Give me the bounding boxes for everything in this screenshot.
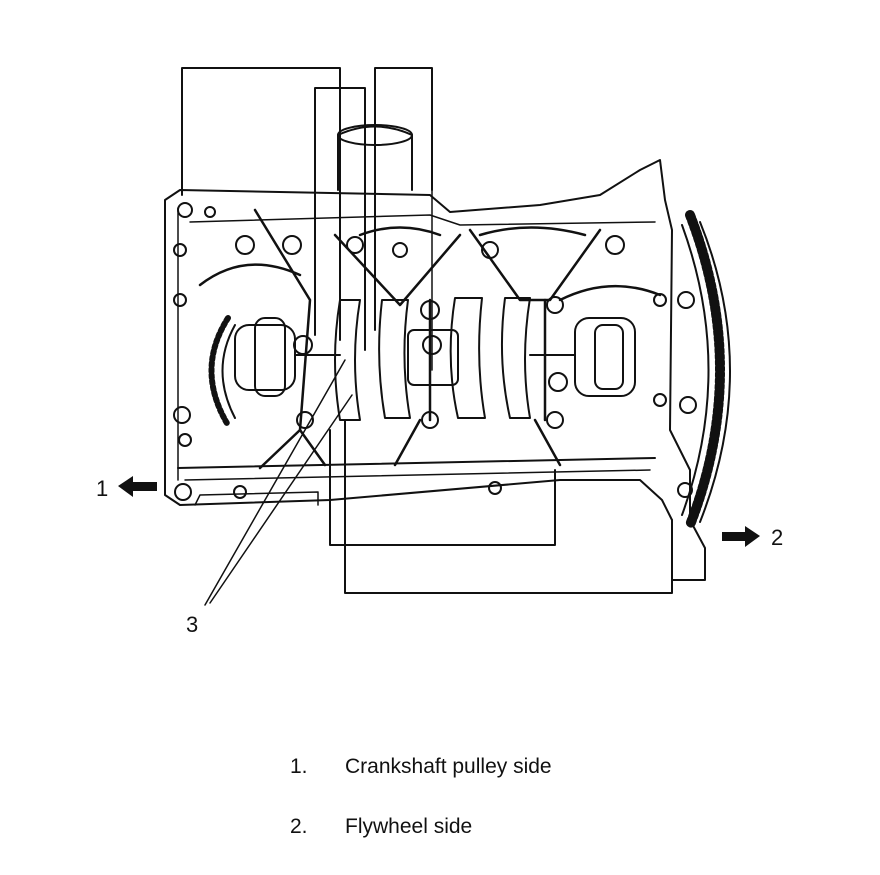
legend-text: Flywheel side — [345, 815, 473, 838]
timing-gear — [208, 315, 236, 428]
legend-number: 1. — [290, 755, 308, 778]
cylinder-boss — [337, 124, 413, 191]
block-ribs — [198, 208, 662, 470]
arrow-right-icon — [722, 526, 760, 547]
callout-label-1: 1 — [96, 476, 108, 501]
callout-label-3: 3 — [186, 612, 198, 637]
callout-3-leader — [204, 359, 353, 606]
arrow-left-icon — [118, 476, 157, 497]
crankshaft — [234, 297, 636, 421]
legend-item: 1. Crankshaft pulley side — [290, 755, 552, 815]
flywheel — [681, 210, 731, 530]
measuring-tool-frame — [181, 67, 673, 594]
legend: 1. Crankshaft pulley side 2. Flywheel si… — [290, 755, 552, 875]
legend-number: 2. — [290, 815, 308, 838]
legend-text: Crankshaft pulley side — [345, 755, 552, 778]
callout-label-2: 2 — [771, 525, 783, 550]
legend-item: 2. Flywheel side — [290, 815, 552, 875]
bolt-holes — [173, 202, 697, 501]
engine-block-crankshaft-diagram: 1 2 3 — [96, 67, 783, 637]
